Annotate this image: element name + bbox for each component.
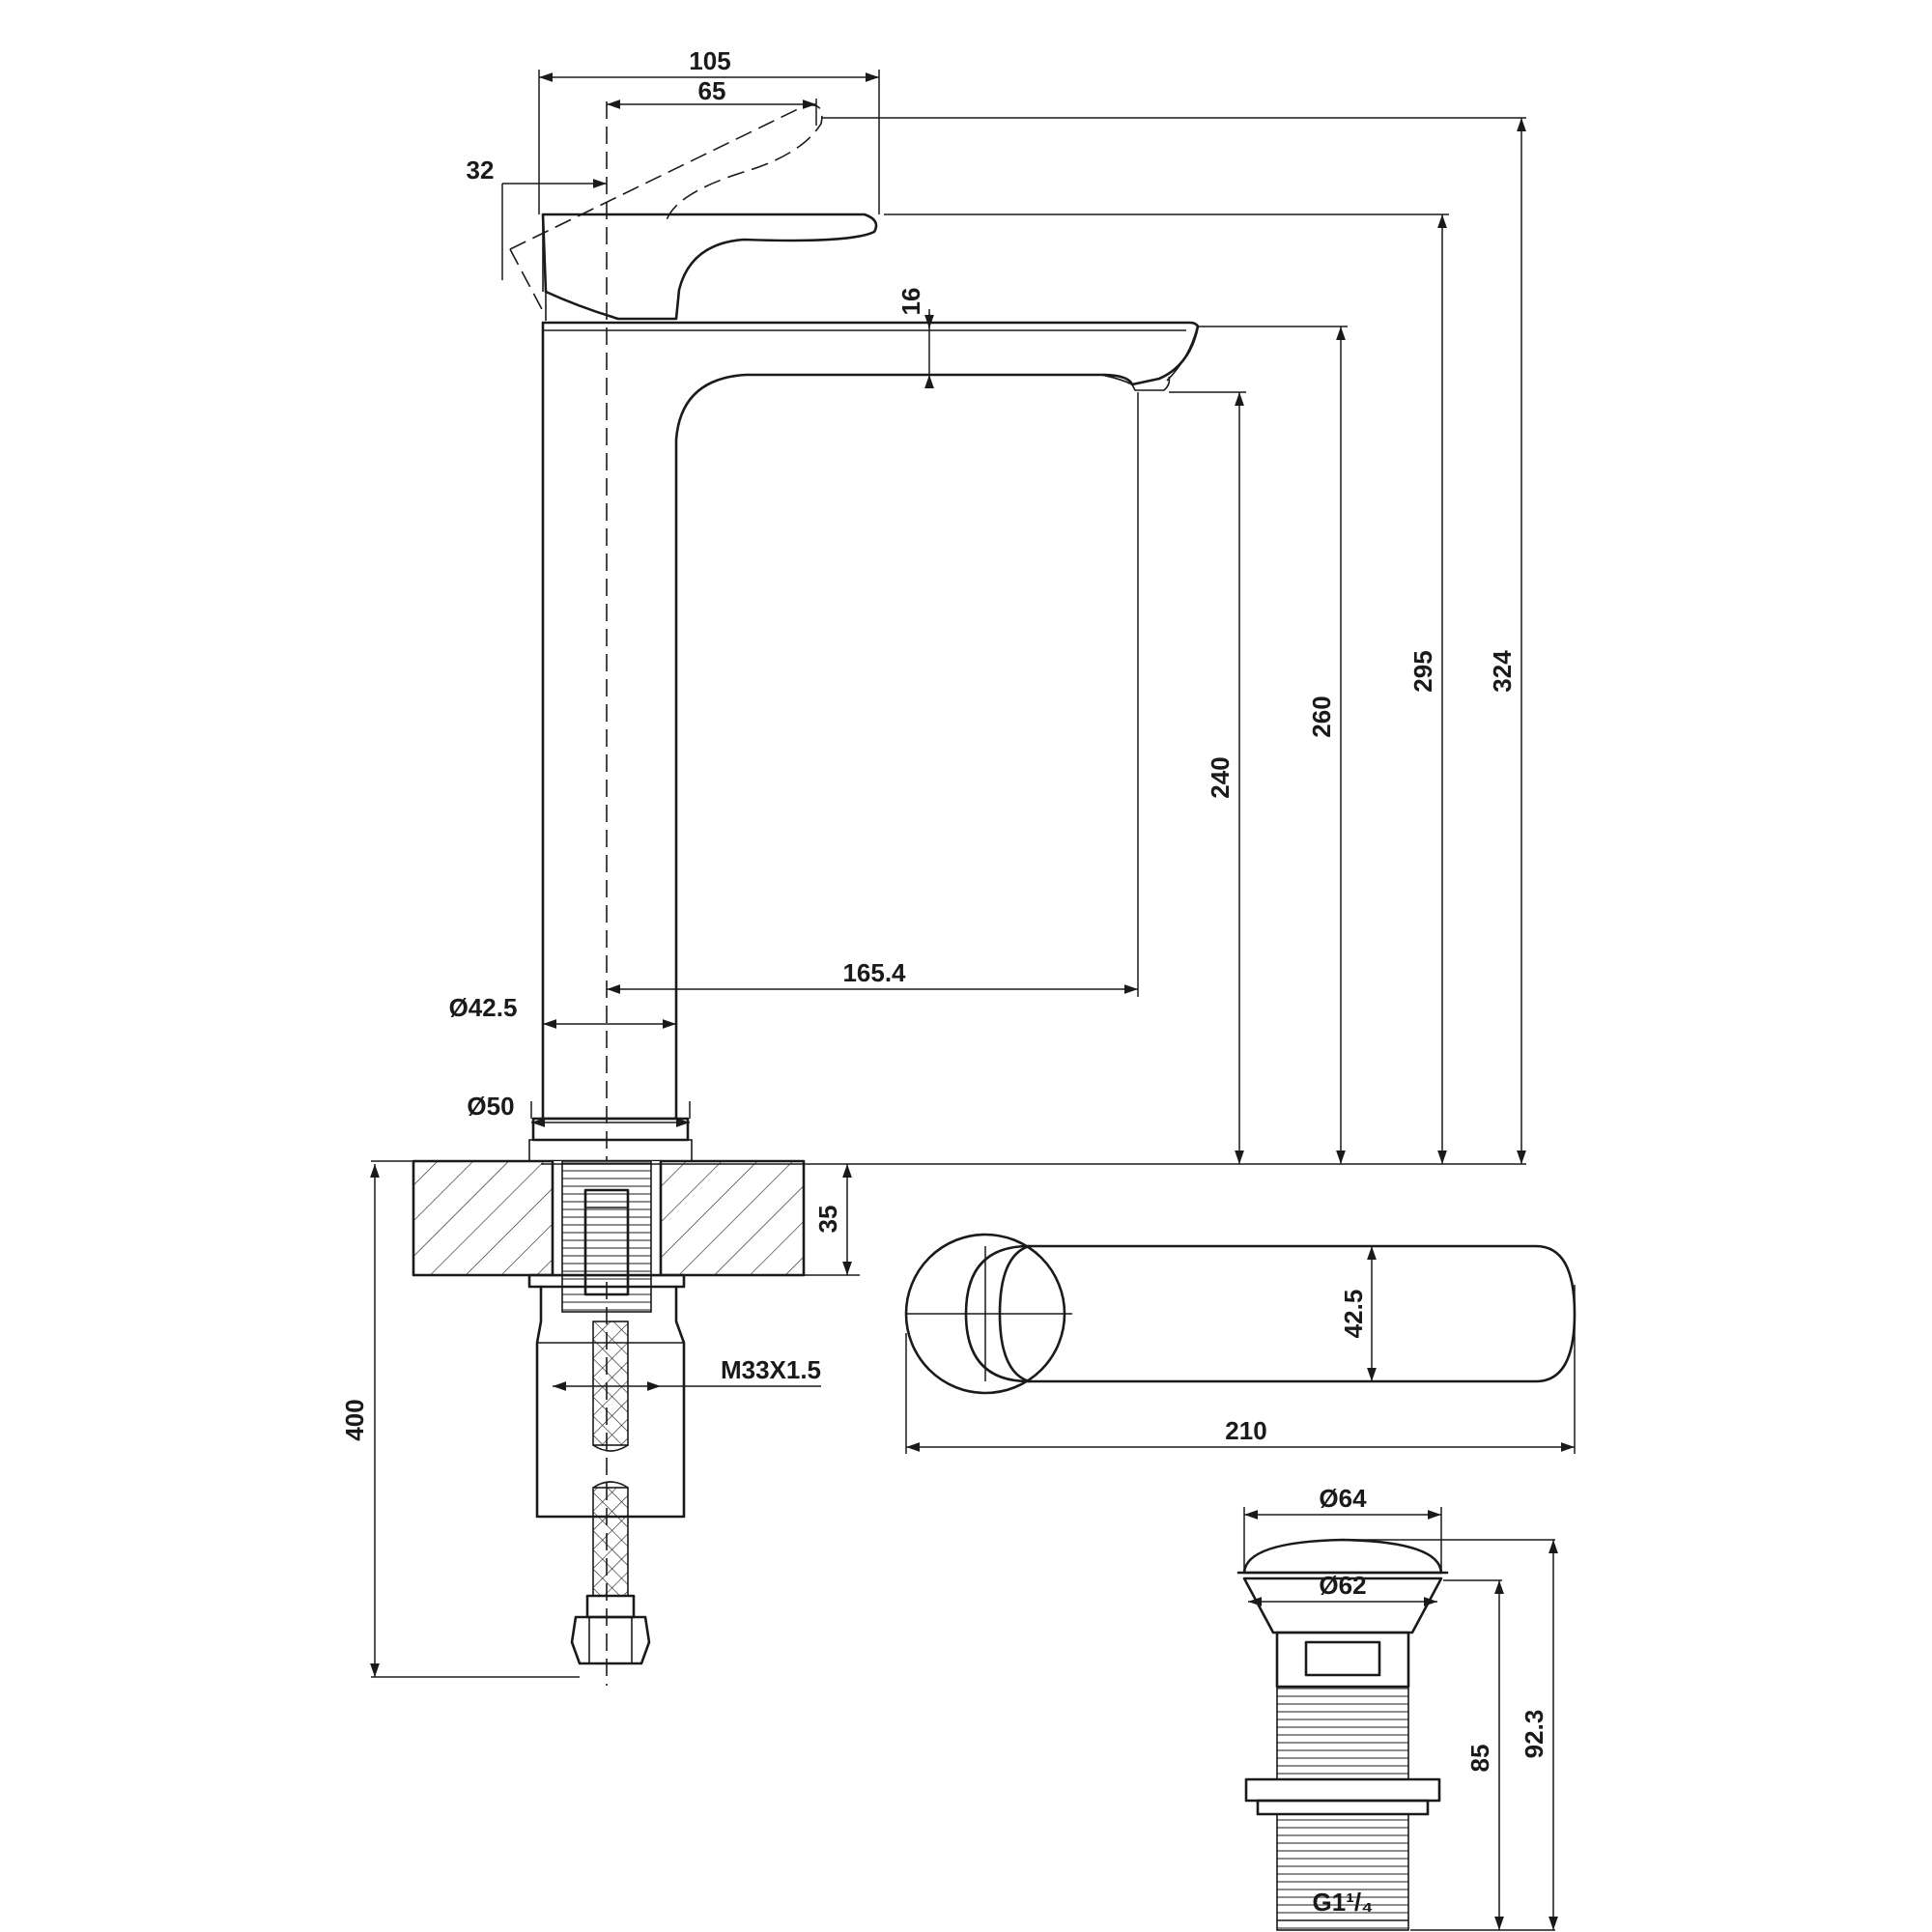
- label-295: 295: [1408, 650, 1437, 692]
- waste-thread-upper: [1277, 1687, 1408, 1779]
- hose-braid-lower: [593, 1488, 628, 1596]
- handle-closed: [541, 213, 878, 321]
- label-35: 35: [813, 1206, 842, 1234]
- base-seat: [528, 1139, 693, 1162]
- waste-thread-lower: [1277, 1814, 1408, 1930]
- label-85: 85: [1465, 1745, 1494, 1773]
- faucet-top-view: 42.5 210: [904, 1233, 1577, 1454]
- hose-break-bottom: [592, 1481, 629, 1489]
- label-m33: M33X1.5: [721, 1355, 821, 1384]
- handle-open-edge: [509, 248, 544, 312]
- faucet-side-view: [412, 101, 1200, 1686]
- pop-up-waste: Ø64 Ø62 85 92.3 G1¹/₄: [1236, 1484, 1558, 1931]
- waste-flange: [1242, 1577, 1443, 1634]
- aerator: [1100, 374, 1171, 391]
- label-62: Ø62: [1319, 1571, 1366, 1600]
- waste-nut: [1244, 1777, 1441, 1803]
- hose-braid-upper: [593, 1321, 628, 1445]
- label-923: 92.3: [1520, 1710, 1548, 1759]
- label-32: 32: [467, 156, 495, 185]
- label-105: 105: [689, 46, 730, 75]
- waste-thread-lower-outline: [1276, 1813, 1409, 1931]
- waste-body: [1275, 1631, 1410, 1689]
- hose-connector: [583, 1188, 630, 1296]
- waste-window: [1304, 1640, 1381, 1677]
- label-1654: 165.4: [842, 958, 906, 987]
- label-210: 210: [1225, 1416, 1266, 1445]
- spout-body: [541, 321, 1200, 1121]
- label-65: 65: [698, 76, 726, 105]
- shank-thread: [562, 1161, 651, 1312]
- label-400: 400: [340, 1399, 369, 1440]
- washer: [527, 1273, 686, 1289]
- hose-ferrule: [585, 1594, 636, 1619]
- hose-break-top: [592, 1444, 629, 1452]
- waste-cap: [1242, 1538, 1443, 1575]
- label-64: Ø64: [1319, 1484, 1367, 1513]
- label-50: Ø50: [467, 1092, 514, 1121]
- label-260: 260: [1307, 696, 1336, 737]
- shank-outline: [561, 1160, 652, 1313]
- waste-washer: [1256, 1799, 1430, 1816]
- spout-tip: [1166, 324, 1199, 382]
- label-top-425: 42.5: [1339, 1290, 1368, 1339]
- label-g114: G1¹/₄: [1313, 1888, 1374, 1917]
- label-425: Ø42.5: [449, 993, 518, 1022]
- label-16: 16: [896, 288, 925, 316]
- handle-open: [509, 104, 823, 250]
- label-240: 240: [1206, 756, 1235, 798]
- label-324: 324: [1488, 650, 1517, 693]
- side-dimensions: 105 65 32 16 165.4 Ø42.5 Ø50 240 260 295…: [340, 46, 1526, 1678]
- hose-nut: [570, 1615, 651, 1665]
